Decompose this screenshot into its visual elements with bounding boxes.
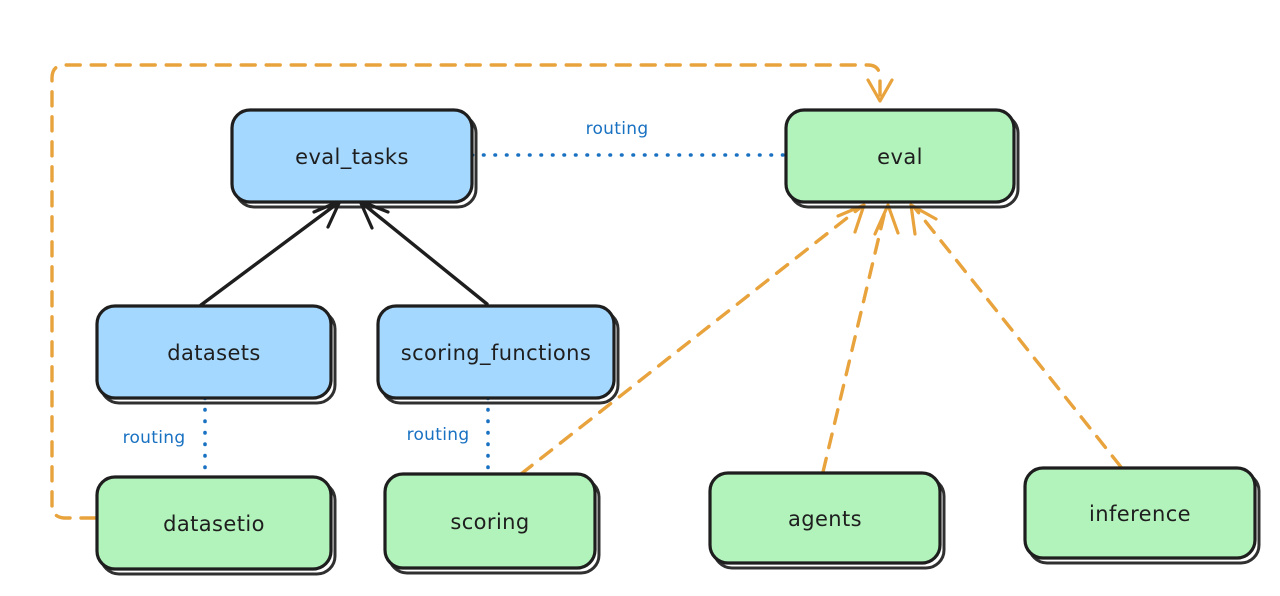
node-inference[interactable]: inference — [1023, 466, 1261, 565]
edge-inference-to-eval[interactable] — [909, 203, 1123, 469]
node-label-eval_tasks: eval_tasks — [295, 145, 409, 170]
node-label-scoring_functions: scoring_functions — [401, 341, 591, 366]
node-scoring_functions[interactable]: scoring_functions — [376, 304, 620, 405]
edge-datasets-to-eval_tasks[interactable] — [199, 199, 342, 307]
edge-label-routing-eval_tasks-eval: routing — [586, 119, 649, 139]
node-label-agents: agents — [788, 507, 862, 531]
node-label-inference: inference — [1089, 502, 1191, 526]
edge-agents-to-eval[interactable] — [821, 203, 900, 474]
edge-layer — [50, 63, 1123, 520]
node-label-datasets: datasets — [167, 341, 261, 365]
node-datasetio[interactable]: datasetio — [95, 475, 337, 576]
node-agents[interactable]: agents — [708, 471, 946, 570]
edge-label-routing-datasets-datasetio: routing — [123, 428, 186, 448]
edge-label-routing-scoring_functions-scoring: routing — [407, 425, 470, 445]
node-datasets[interactable]: datasets — [95, 304, 337, 405]
node-eval[interactable]: eval — [784, 108, 1020, 209]
node-label-eval: eval — [877, 145, 923, 169]
node-label-datasetio: datasetio — [163, 512, 265, 536]
edge-label-layer: routing routing routing — [123, 119, 649, 448]
edge-datasetio-to-eval[interactable] — [50, 63, 894, 520]
node-label-scoring: scoring — [450, 510, 529, 534]
node-eval_tasks[interactable]: eval_tasks — [230, 108, 478, 209]
edge-scoring_functions-to-eval_tasks[interactable] — [358, 199, 489, 306]
edge-scoring-to-eval[interactable] — [519, 203, 866, 476]
node-scoring[interactable]: scoring — [383, 472, 601, 575]
